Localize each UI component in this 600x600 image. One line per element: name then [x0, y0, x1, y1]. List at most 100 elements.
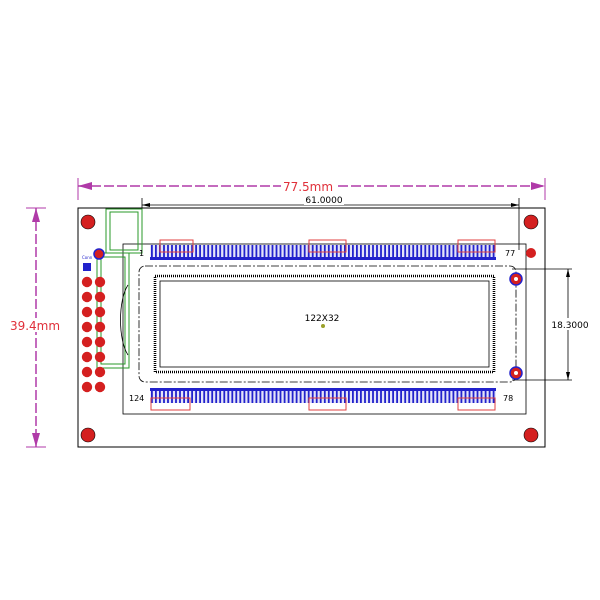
connector-pad	[94, 306, 106, 318]
bottom-pin	[191, 389, 193, 403]
bottom-pin	[476, 389, 479, 403]
bottom-pin	[203, 389, 206, 403]
top-pin	[251, 245, 254, 259]
bottom-pin	[392, 389, 394, 403]
bottom-pin	[488, 389, 491, 403]
connector-pad	[94, 276, 106, 288]
bottom-pin	[311, 389, 314, 403]
bottom-pin	[468, 389, 471, 403]
bottom-pin	[412, 389, 415, 403]
bottom-pin	[484, 389, 487, 403]
bottom-pin	[319, 389, 322, 403]
bottom-pin	[456, 389, 459, 403]
bottom-pin	[428, 389, 431, 403]
bottom-pin	[151, 389, 153, 403]
top-pin	[444, 245, 447, 259]
bottom-pin	[295, 389, 298, 403]
top-pin	[151, 245, 153, 259]
bottom-pin	[380, 389, 382, 403]
bottom-pin	[235, 389, 238, 403]
bottom-pin	[187, 389, 189, 403]
bottom-pin	[327, 389, 330, 403]
top-pin	[239, 245, 242, 259]
top-pin	[195, 245, 197, 259]
bottom-pin	[167, 389, 169, 403]
bottom-pin	[404, 389, 407, 403]
top-pin	[440, 245, 443, 259]
connector-pad	[81, 291, 93, 303]
connector-pad	[94, 381, 106, 393]
window-height-dimension: 18.3000	[512, 268, 590, 381]
active-area: 122X32	[153, 274, 496, 374]
top-pin	[295, 245, 298, 259]
top-pin	[448, 245, 451, 259]
bottom-pin	[255, 389, 258, 403]
bottom-pin	[215, 389, 218, 403]
bottom-pin	[315, 389, 318, 403]
bottom-pin	[307, 389, 310, 403]
bottom-pin	[356, 389, 358, 403]
bottom-pin	[243, 389, 246, 403]
top-pin	[396, 245, 398, 259]
connector-pad	[81, 276, 93, 288]
top-pin	[211, 245, 214, 259]
bottom-pin	[303, 389, 306, 403]
top-pin	[436, 245, 439, 259]
connector-pad	[94, 351, 106, 363]
top-pin	[271, 245, 274, 259]
bottom-pin	[291, 389, 294, 403]
width-dimension: 77.5mm	[77, 178, 546, 200]
top-pin	[235, 245, 238, 259]
bottom-pin	[271, 389, 274, 403]
bottom-pin	[179, 389, 181, 403]
top-pin	[291, 245, 294, 259]
bottom-pin	[416, 389, 419, 403]
bottom-pin	[364, 389, 366, 403]
top-pin	[376, 245, 378, 259]
top-pin	[303, 245, 306, 259]
bottom-pin	[267, 389, 270, 403]
top-pin	[231, 245, 234, 259]
viewing-window	[138, 265, 517, 383]
top-pin	[356, 245, 358, 259]
bottom-pin	[231, 389, 234, 403]
connector-pad	[94, 336, 106, 348]
top-pin	[412, 245, 415, 259]
bottom-pin-row	[150, 388, 496, 411]
bottom-pin	[175, 389, 177, 403]
pin-span-dimension: 61.0000	[141, 196, 520, 250]
bottom-pin	[432, 389, 435, 403]
bottom-pin	[251, 389, 254, 403]
top-pin	[267, 245, 270, 259]
connector-pad	[81, 321, 93, 333]
bottom-pin	[331, 389, 334, 403]
top-pin	[219, 245, 222, 259]
window-height-label: 18.3000	[551, 321, 588, 331]
bottom-pin	[444, 389, 447, 403]
bottom-pin	[323, 389, 326, 403]
top-pin	[428, 245, 431, 259]
top-pin	[199, 245, 201, 259]
top-pin-row	[150, 239, 496, 260]
bottom-pin	[344, 389, 346, 403]
top-pin	[287, 245, 290, 259]
top-pin	[263, 245, 266, 259]
top-pin	[215, 245, 218, 259]
top-pin	[299, 245, 302, 259]
top-pin	[247, 245, 250, 259]
top-pin	[207, 245, 210, 259]
top-pin	[416, 245, 419, 259]
bottom-pin	[155, 389, 157, 403]
bottom-pin	[207, 389, 210, 403]
overall-height-label: 39.4mm	[10, 319, 60, 333]
bottom-pin	[472, 389, 475, 403]
top-pin	[384, 245, 386, 259]
top-pin	[352, 245, 354, 259]
bottom-pin	[436, 389, 439, 403]
top-pin	[223, 245, 226, 259]
top-pin	[227, 245, 230, 259]
bottom-pin	[223, 389, 226, 403]
top-pin	[404, 245, 407, 259]
top-pin	[279, 245, 282, 259]
module-outline	[122, 243, 527, 415]
